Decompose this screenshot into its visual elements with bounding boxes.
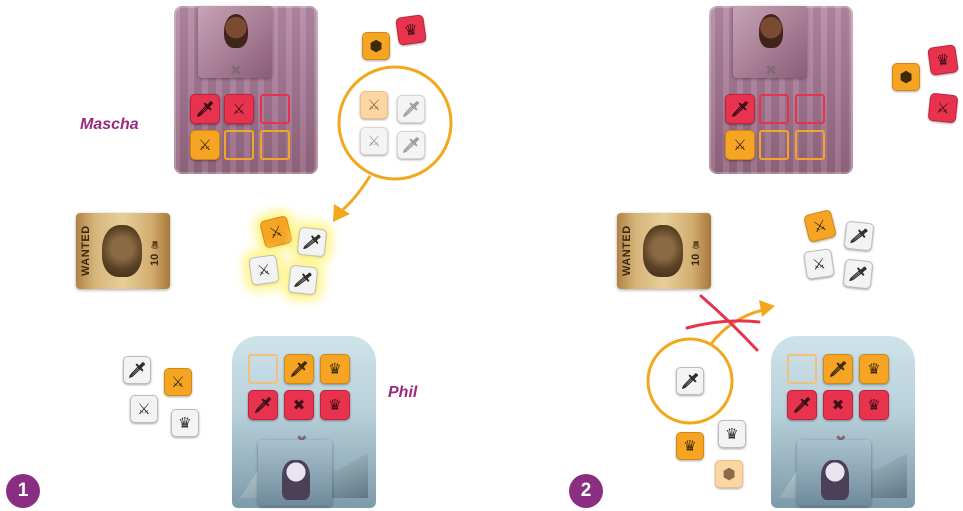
blocked-arrow	[711, 310, 763, 344]
selection-arrow-overlay	[0, 0, 480, 511]
blocked-arrow-overlay	[483, 0, 963, 511]
panel-step-2: ✖ 🗡 ⚔ ⬢ ♛ ⚔ WANTED 10♛ ⚔ 🗡 ⚔ 🗡 🗡 ♛ ♛ ⬢ 🗡…	[483, 0, 963, 511]
selection-arrow	[340, 176, 370, 212]
selection-circle	[339, 67, 451, 179]
selection-circle	[648, 339, 732, 423]
cross-out-mark	[687, 321, 759, 328]
panel-step-1: ✖ 🗡 ⚔ ⚔ Mascha ⬢ ♛ ⚔ 🗡 ⚔ 🗡 WANTED 10♛ ⚔ …	[0, 0, 480, 511]
arrow-head	[759, 300, 775, 317]
